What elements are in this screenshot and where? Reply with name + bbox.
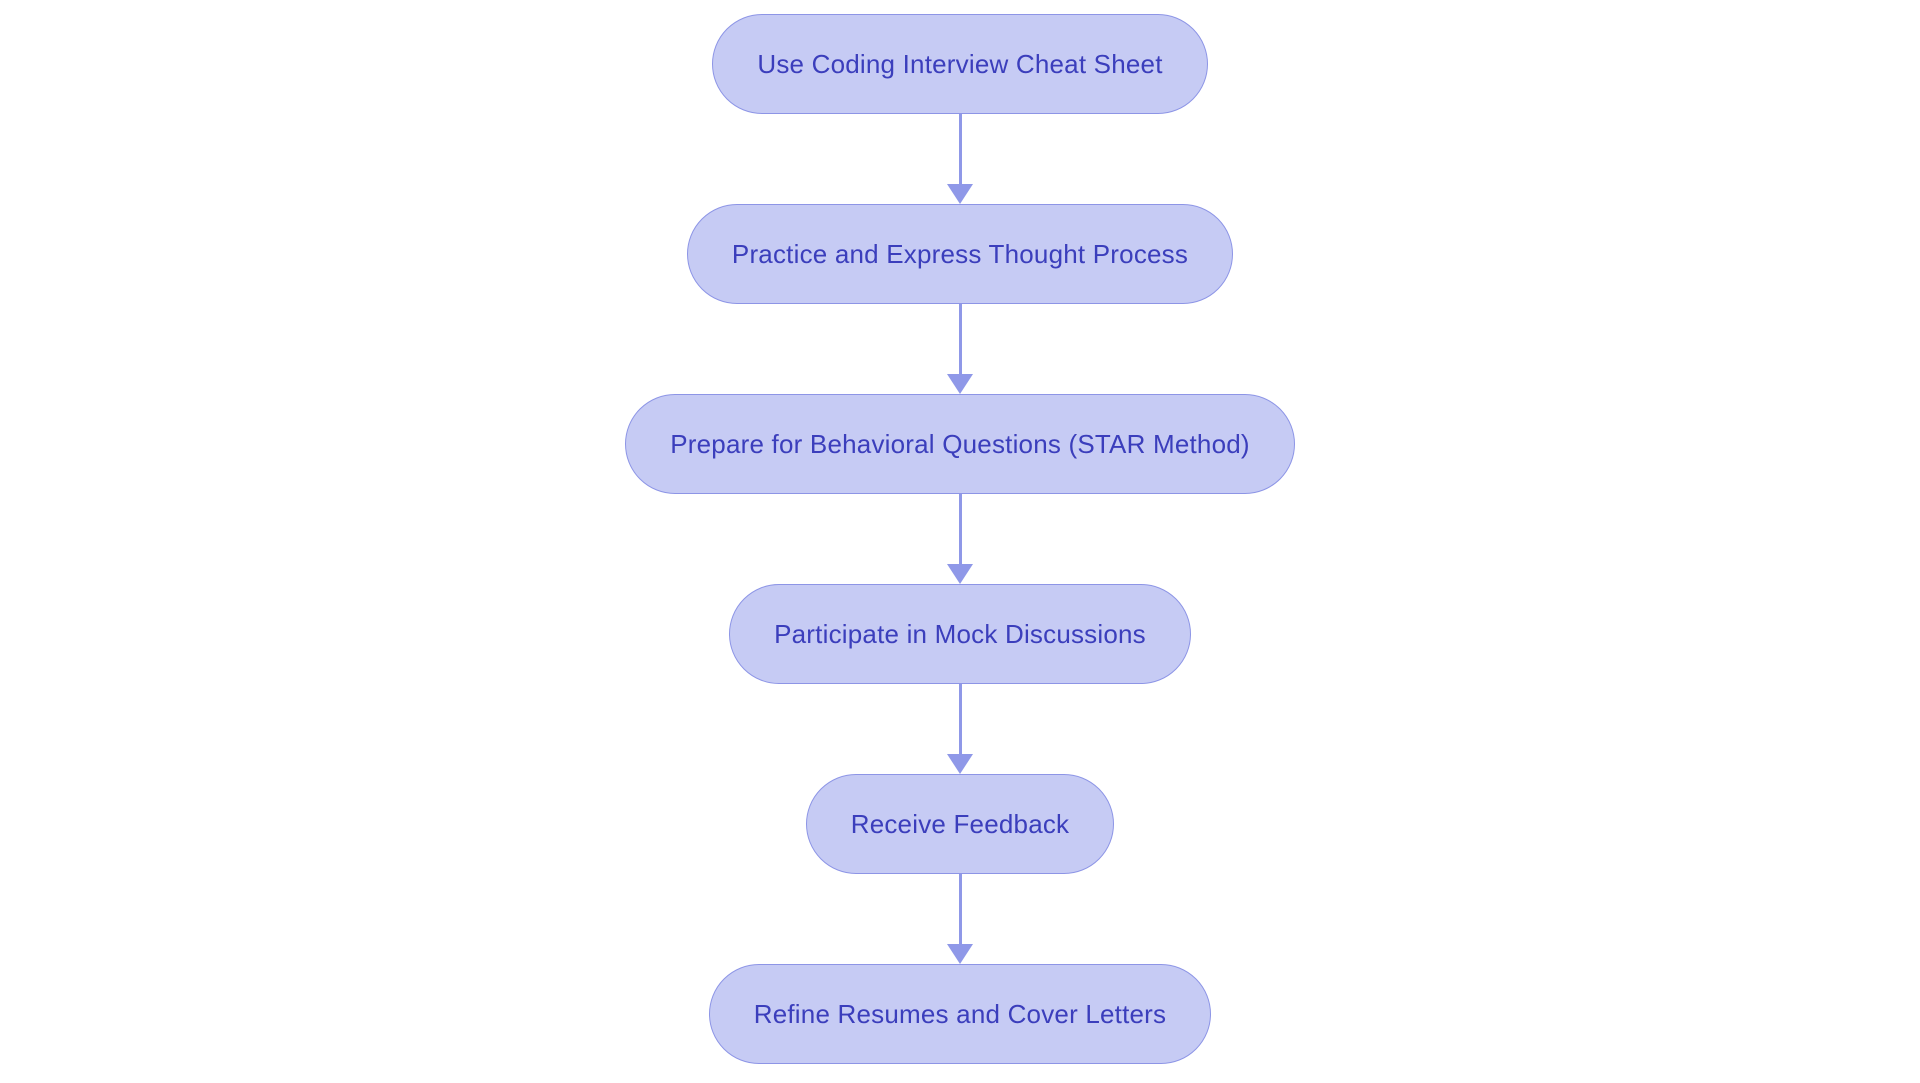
flow-node-use-cheat-sheet-label: Use Coding Interview Cheat Sheet	[757, 48, 1163, 79]
arrow-line	[958, 114, 962, 184]
flow-node-receive-feedback-label: Receive Feedback	[850, 808, 1070, 839]
flow-node-mock-discussions-label: Participate in Mock Discussions	[774, 618, 1146, 649]
flow-node-use-cheat-sheet: Use Coding Interview Cheat Sheet	[712, 14, 1208, 114]
arrow-line	[958, 874, 962, 944]
flow-arrow-2	[947, 304, 973, 394]
flow-node-mock-discussions: Participate in Mock Discussions	[729, 584, 1191, 684]
flow-arrow-3	[947, 494, 973, 584]
flow-arrow-1	[947, 114, 973, 204]
flow-node-behavioral-questions-label: Prepare for Behavioral Questions (STAR M…	[670, 428, 1250, 459]
flow-arrow-5	[947, 874, 973, 964]
flow-node-refine-resumes: Refine Resumes and Cover Letters	[708, 964, 1212, 1064]
arrow-line	[958, 684, 962, 754]
flow-arrow-4	[947, 684, 973, 774]
flow-node-refine-resumes-label: Refine Resumes and Cover Letters	[753, 998, 1167, 1029]
arrow-line	[958, 304, 962, 374]
flow-node-behavioral-questions: Prepare for Behavioral Questions (STAR M…	[625, 394, 1295, 494]
arrow-head-icon	[947, 374, 973, 394]
arrow-line	[958, 494, 962, 564]
arrow-head-icon	[947, 944, 973, 964]
flow-node-practice-thought-process: Practice and Express Thought Process	[686, 204, 1234, 304]
arrow-head-icon	[947, 184, 973, 204]
flow-node-receive-feedback: Receive Feedback	[805, 774, 1115, 874]
flow-node-practice-thought-process-label: Practice and Express Thought Process	[731, 238, 1189, 269]
arrow-head-icon	[947, 564, 973, 584]
arrow-head-icon	[947, 754, 973, 774]
